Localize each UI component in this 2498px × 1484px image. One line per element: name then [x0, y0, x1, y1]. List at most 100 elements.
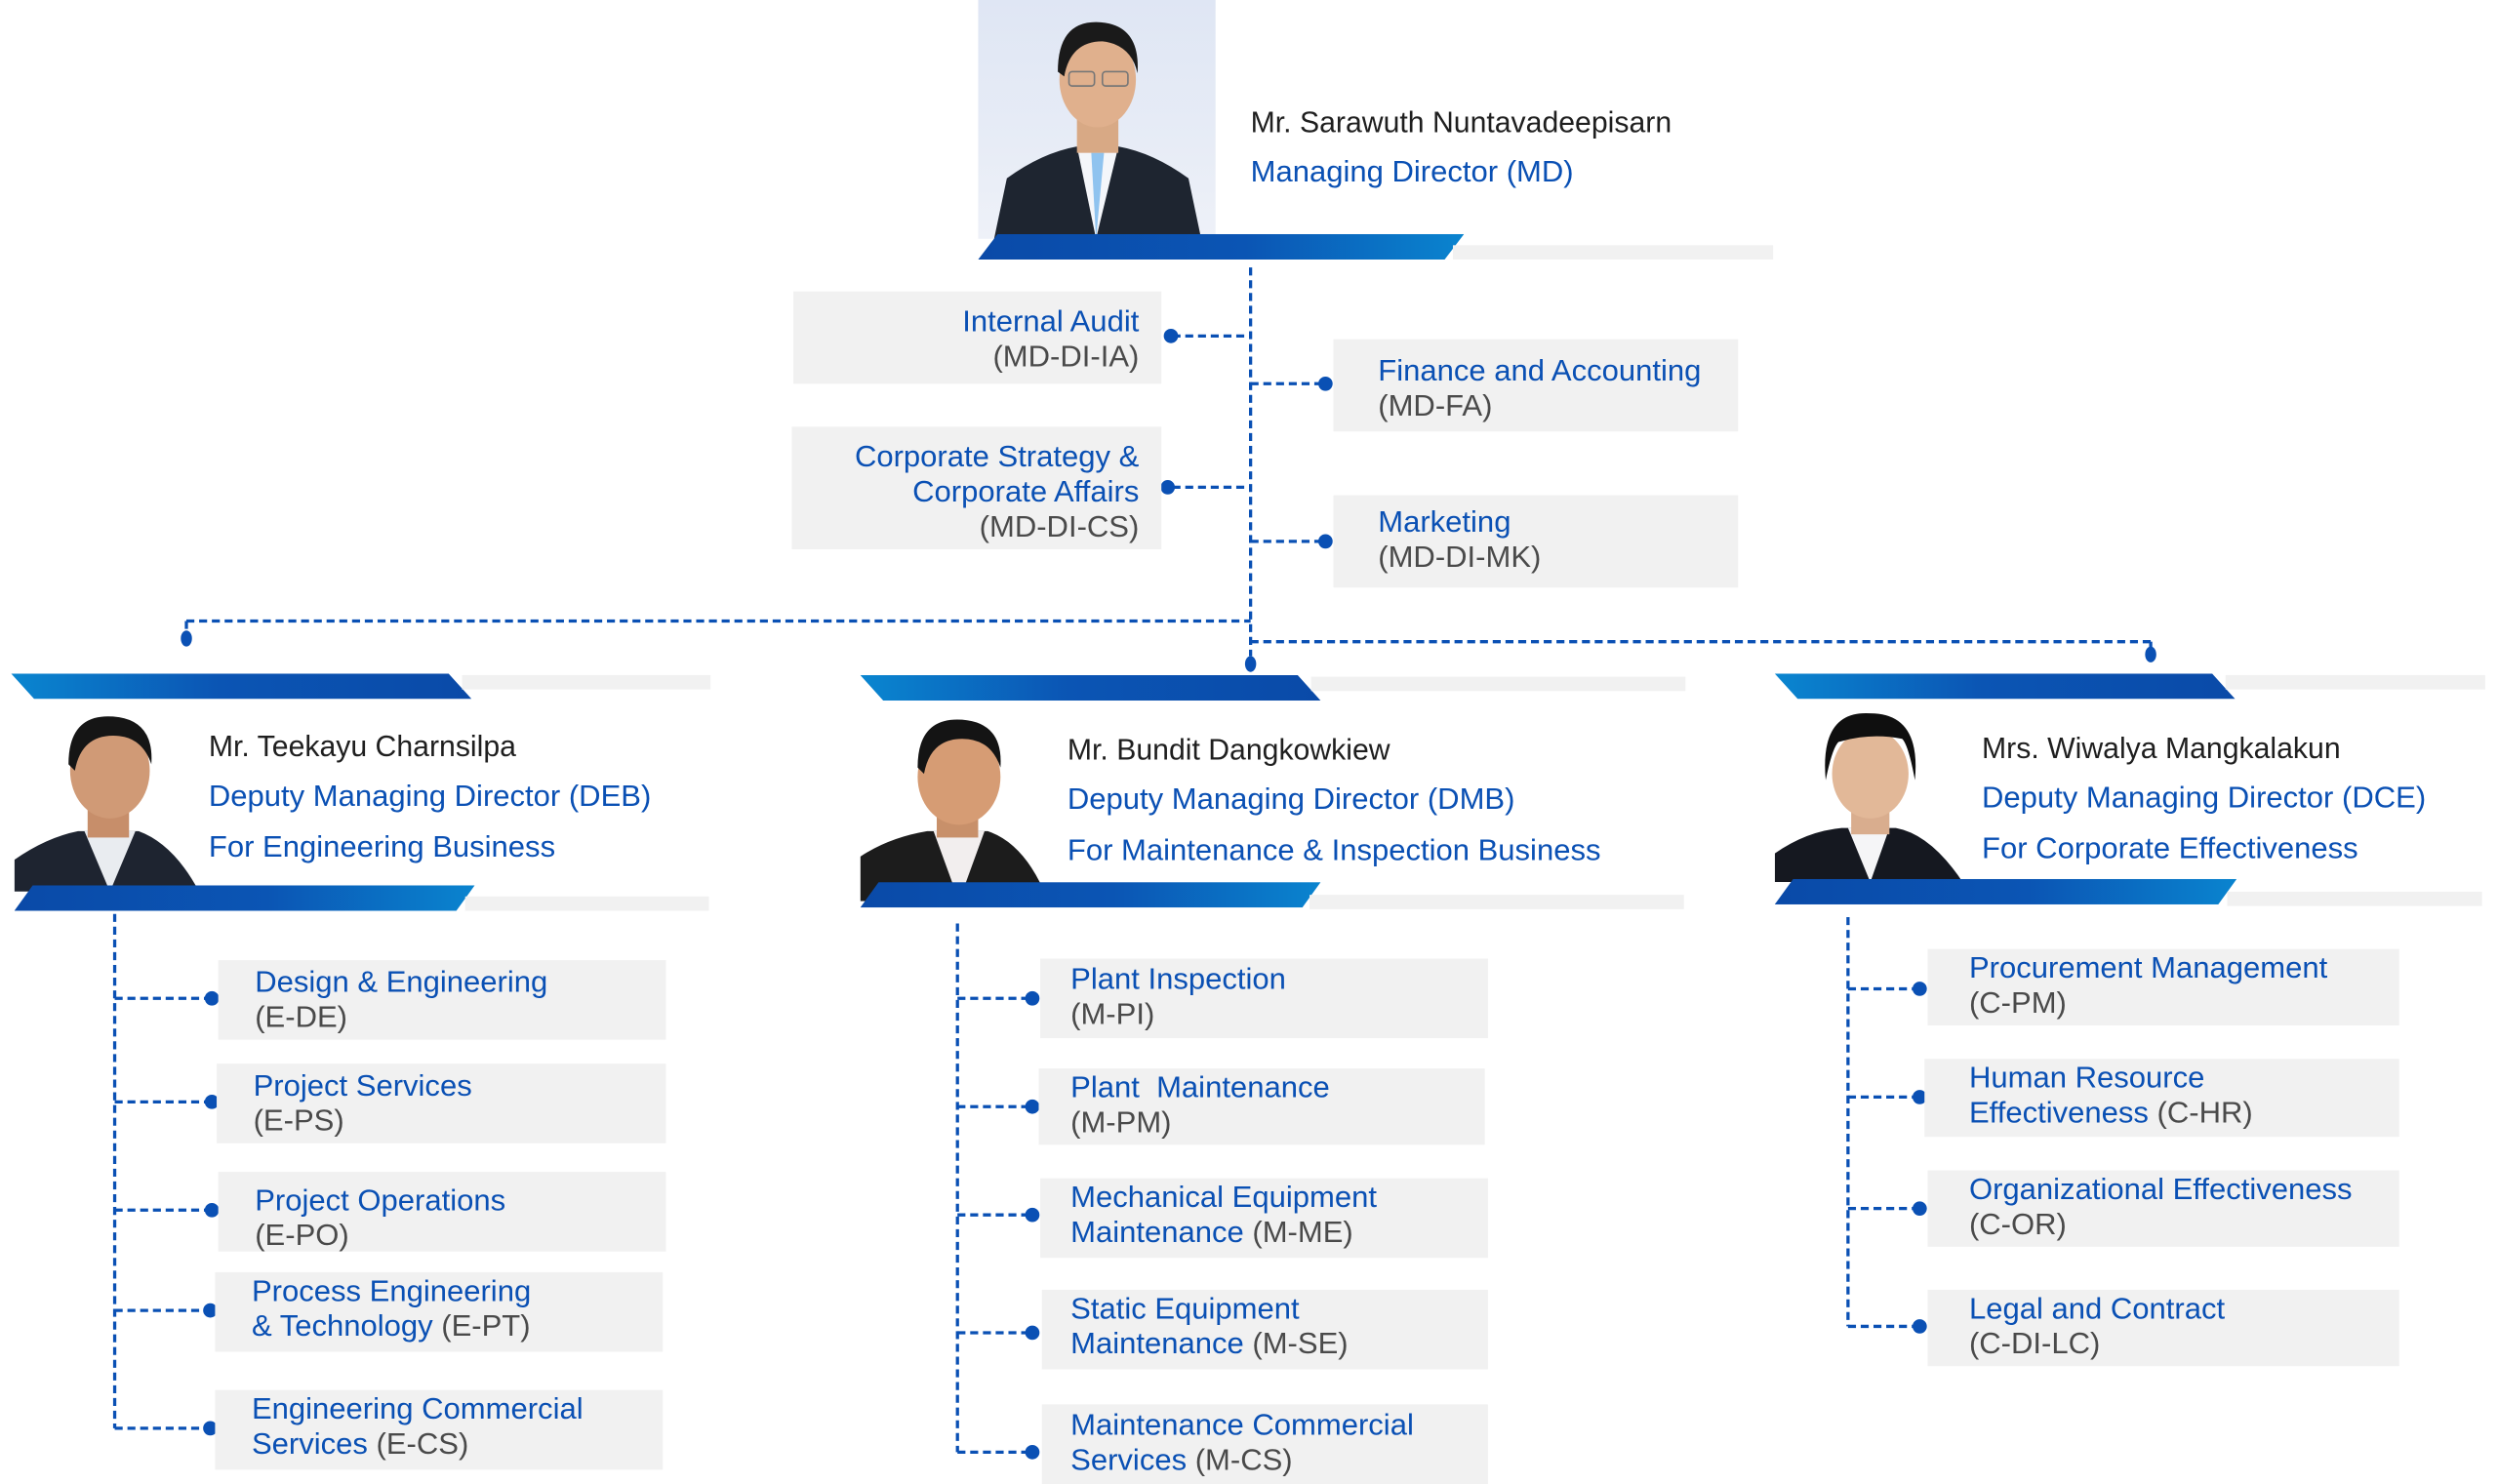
connector-dot: [1160, 480, 1176, 495]
unit-m-cs[interactable]: Maintenance Commercial Services (M-CS): [1041, 1404, 1488, 1484]
person-portrait-icon: [1774, 712, 1963, 883]
md-accent-bar: [978, 233, 1465, 261]
dmb-bottom-bar: [860, 882, 1321, 908]
dce-photo: [1774, 701, 1966, 883]
dmb-top-bar: [860, 674, 1321, 702]
dce-name: Mrs. Wiwalya Mangkalakun: [1982, 731, 2341, 765]
unit-m-pm[interactable]: Plant Maintenance (M-PM): [1038, 1068, 1485, 1145]
unit-code: (MD-DI-MK): [1378, 541, 1542, 576]
unit-code: (E-PO): [255, 1220, 349, 1254]
dmb-bottom-gray-bar: [1309, 895, 1684, 909]
unit-code: (M-PI): [1070, 998, 1155, 1032]
person-portrait-icon: [860, 719, 1049, 902]
dce-subtitle: For Corporate Effectiveness: [1982, 832, 2358, 866]
unit-c-di-lc[interactable]: Legal and Contract (C-DI-LC): [1927, 1289, 2399, 1367]
connector-dot: [2145, 646, 2156, 662]
connector-dot: [1912, 1319, 1927, 1334]
unit-code: (C-HR): [2156, 1097, 2253, 1131]
unit-title-line2: & Technology: [251, 1310, 433, 1344]
unit-title-line1: Human Resource: [1968, 1062, 2205, 1096]
unit-title: Procurement Management: [1968, 951, 2328, 986]
unit-code: (M-SE): [1252, 1328, 1349, 1362]
unit-e-de[interactable]: Design & Engineering (E-DE): [218, 960, 666, 1040]
person-portrait-icon: [993, 21, 1202, 239]
person-portrait-icon: [14, 716, 200, 892]
unit-finance-accounting[interactable]: Finance and Accounting (MD-FA): [1333, 339, 1739, 432]
unit-title-line2: Services: [1070, 1444, 1188, 1478]
unit-m-pi[interactable]: Plant Inspection (M-PI): [1040, 958, 1488, 1039]
unit-title: Marketing: [1378, 505, 1511, 541]
unit-title: Organizational Effectiveness: [1968, 1173, 2353, 1208]
unit-title-line2: Maintenance: [1070, 1328, 1244, 1362]
dce-top-gray-bar: [2225, 674, 2485, 690]
unit-c-hr[interactable]: Human Resource Effectiveness (C-HR): [1924, 1059, 2399, 1138]
unit-e-po[interactable]: Project Operations (E-PO): [218, 1172, 666, 1254]
connector-dot: [1025, 1445, 1040, 1460]
unit-m-se[interactable]: Static Equipment Maintenance (M-SE): [1041, 1289, 1488, 1370]
md-name: Mr. Sarawuth Nuntavadeepisarn: [1250, 104, 1672, 139]
unit-code: (E-PS): [253, 1104, 344, 1139]
connector-dot: [181, 630, 192, 647]
connector-dot: [1025, 990, 1040, 1006]
unit-title: Legal and Contract: [1968, 1293, 2226, 1327]
unit-marketing[interactable]: Marketing (MD-DI-MK): [1333, 495, 1739, 588]
unit-title-line2: Services: [251, 1427, 368, 1463]
md-gray-bar: [1452, 245, 1774, 261]
connector-dot: [1912, 1201, 1927, 1217]
connector-dot: [1025, 1325, 1040, 1341]
unit-m-me[interactable]: Mechanical Equipment Maintenance (M-ME): [1040, 1178, 1488, 1259]
unit-code: (E-PT): [441, 1310, 531, 1344]
unit-title: Project Operations: [255, 1184, 506, 1219]
unit-title: Internal Audit: [962, 305, 1140, 340]
unit-title-line2: Corporate Affairs: [912, 475, 1140, 510]
unit-code: (MD-DI-CS): [979, 510, 1140, 545]
deb-top-gray-bar: [462, 674, 711, 690]
unit-code: (E-DE): [255, 1001, 348, 1035]
unit-title: Design & Engineering: [255, 966, 548, 1000]
connector-dot: [1912, 982, 1927, 996]
deb-name: Mr. Teekayu Charnsilpa: [208, 729, 516, 763]
dmb-title: Deputy Managing Director (DMB): [1067, 782, 1515, 818]
connector-dot: [1244, 656, 1257, 672]
unit-code: (C-PM): [1968, 986, 2067, 1022]
unit-corporate-strategy[interactable]: Corporate Strategy & Corporate Affairs (…: [791, 426, 1162, 550]
dce-title: Deputy Managing Director (DCE): [1982, 782, 2427, 816]
unit-title: Project Services: [253, 1069, 472, 1103]
dmb-name: Mr. Bundit Dangkowkiew: [1067, 732, 1390, 766]
unit-e-ps[interactable]: Project Services (E-PS): [217, 1063, 666, 1143]
connector-dot: [204, 990, 220, 1006]
unit-title-line1: Mechanical Equipment: [1070, 1181, 1377, 1216]
deb-bottom-gray-bar: [464, 896, 709, 911]
deb-photo: [14, 701, 206, 892]
unit-code: (M-ME): [1252, 1216, 1353, 1251]
unit-title: Plant Inspection: [1070, 963, 1286, 997]
unit-e-pt[interactable]: Process Engineering & Technology (E-PT): [215, 1271, 664, 1352]
deb-top-bar: [11, 673, 472, 700]
connector-dot: [1163, 329, 1179, 343]
dce-bottom-bar: [1774, 878, 2237, 904]
unit-title: Finance and Accounting: [1378, 354, 1702, 389]
unit-title-line1: Maintenance Commercial: [1070, 1409, 1414, 1443]
unit-internal-audit[interactable]: Internal Audit (MD-DI-IA): [793, 291, 1162, 384]
unit-title-line2: Maintenance: [1070, 1216, 1244, 1251]
unit-c-or[interactable]: Organizational Effectiveness (C-OR): [1927, 1170, 2399, 1247]
deb-title: Deputy Managing Director (DEB): [208, 780, 652, 814]
unit-title-line2: Effectiveness: [1968, 1097, 2149, 1131]
connector-dot: [1318, 534, 1333, 549]
dmb-photo: [860, 703, 1060, 902]
unit-title-line1: Corporate Strategy &: [854, 441, 1140, 475]
unit-code: (M-PM): [1070, 1106, 1172, 1141]
unit-code: (MD-DI-IA): [992, 341, 1140, 375]
unit-title: Plant Maintenance: [1070, 1071, 1330, 1105]
connector-dot: [1318, 376, 1333, 391]
unit-c-pm[interactable]: Procurement Management (C-PM): [1927, 948, 2399, 1025]
unit-e-cs[interactable]: Engineering Commercial Services (E-CS): [215, 1389, 664, 1470]
unit-title-line1: Static Equipment: [1070, 1293, 1300, 1327]
md-title: Managing Director (MD): [1250, 155, 1574, 190]
unit-code: (E-CS): [376, 1427, 469, 1463]
dce-bottom-gray-bar: [2227, 891, 2482, 906]
unit-title-line1: Engineering Commercial: [251, 1392, 584, 1427]
connector-dot: [1025, 1099, 1040, 1114]
dmb-subtitle: For Maintenance & Inspection Business: [1067, 834, 1601, 868]
